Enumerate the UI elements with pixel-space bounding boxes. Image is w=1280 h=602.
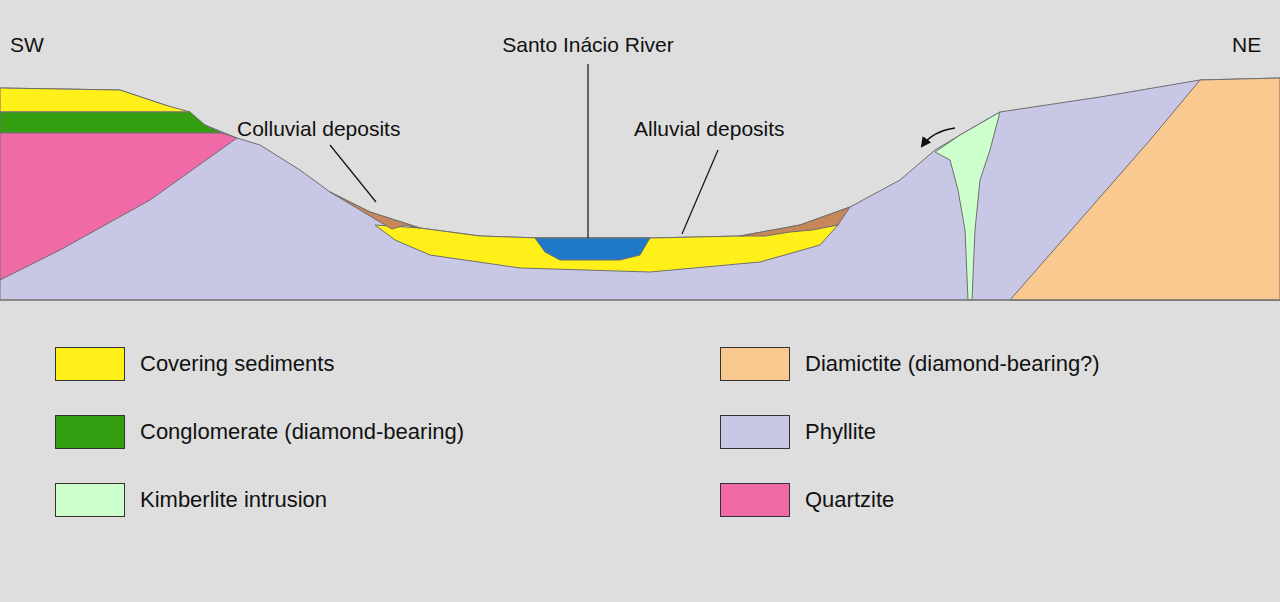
leader-line bbox=[330, 145, 376, 202]
direction-label: NE bbox=[1232, 33, 1261, 57]
legend-text: Phyllite bbox=[805, 415, 876, 449]
conglomerate-unit bbox=[0, 112, 222, 133]
river-water bbox=[535, 238, 650, 260]
quartzite-unit bbox=[0, 133, 237, 280]
legend-swatch bbox=[55, 483, 125, 517]
colluvial-wedge bbox=[330, 192, 420, 229]
legend-text: Covering sediments bbox=[140, 347, 334, 381]
legend-text: Conglomerate (diamond-bearing) bbox=[140, 415, 464, 449]
legend-text: Kimberlite intrusion bbox=[140, 483, 327, 517]
legend-swatch bbox=[720, 415, 790, 449]
legend-text: Quartzite bbox=[805, 483, 894, 517]
phyllite-unit bbox=[0, 78, 1280, 300]
feature-label: Santo Inácio River bbox=[502, 33, 674, 57]
kimberlite-pipe bbox=[935, 112, 1000, 300]
feature-label: Alluvial deposits bbox=[634, 117, 785, 141]
legend-swatch bbox=[55, 415, 125, 449]
leader-line bbox=[682, 150, 718, 234]
direction-label: SW bbox=[10, 33, 44, 57]
diamictite-unit bbox=[1010, 78, 1280, 300]
legend-swatch bbox=[720, 483, 790, 517]
legend-text: Diamictite (diamond-bearing?) bbox=[805, 347, 1100, 381]
erosion-arrow bbox=[922, 128, 955, 146]
legend-swatch bbox=[720, 347, 790, 381]
legend-swatch bbox=[55, 347, 125, 381]
covering-sediment-cap bbox=[0, 88, 190, 112]
leader-line bbox=[587, 64, 588, 238]
section-base bbox=[0, 300, 1280, 301]
feature-label: Colluvial deposits bbox=[237, 117, 400, 141]
colluvial-wedge bbox=[740, 207, 850, 236]
